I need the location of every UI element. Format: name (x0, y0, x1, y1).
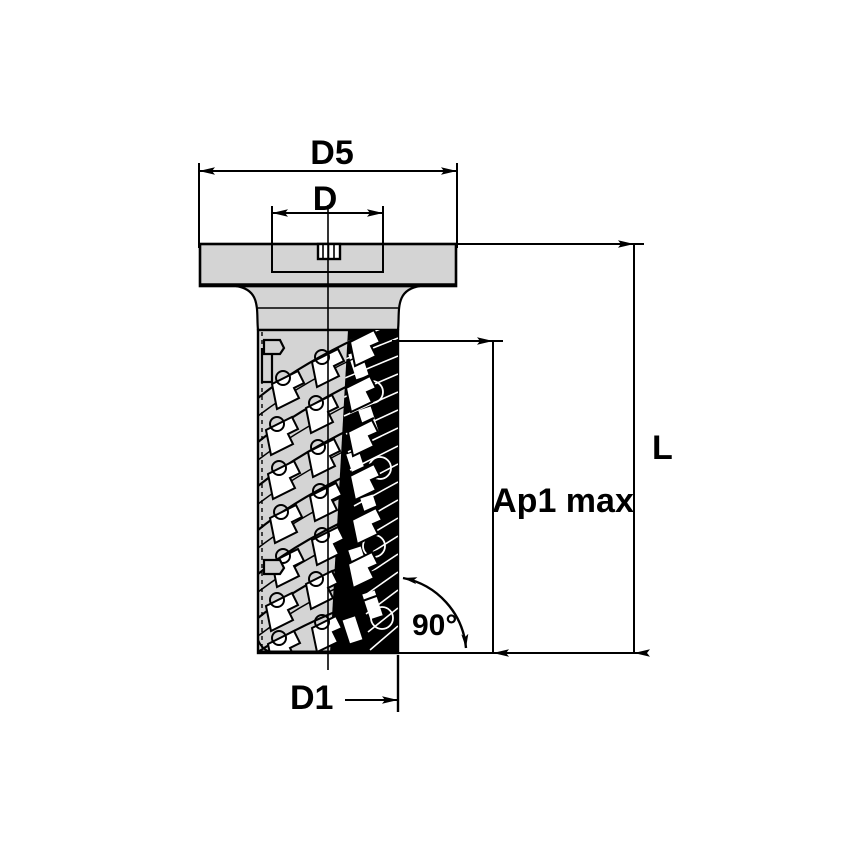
left-pocket-group (260, 338, 286, 576)
insert (264, 591, 300, 633)
insert-screw (314, 349, 330, 365)
insert-screw (308, 395, 324, 411)
angle-arc (402, 576, 469, 649)
insert-screw (275, 370, 291, 386)
insert-pattern-group (258, 330, 398, 653)
dimension-ap1max: Ap1 max (392, 337, 634, 657)
dimension-d: D (271, 180, 384, 272)
insert-screw (271, 460, 287, 476)
d-label: D (313, 180, 338, 218)
d1-label: D1 (290, 679, 333, 717)
dimension-angle-90: 90° (398, 576, 540, 654)
insert-screw (314, 614, 330, 630)
insert-screw (310, 439, 326, 455)
insert (266, 459, 302, 501)
insert (306, 437, 342, 479)
insert (264, 415, 300, 457)
insert (350, 506, 384, 546)
insert-screw (269, 416, 285, 432)
ap1max-label: Ap1 max (492, 482, 634, 520)
insert (308, 481, 344, 523)
angle-label: 90° (412, 609, 457, 642)
bottom-corner-radius (257, 639, 279, 654)
insert-screw (275, 548, 291, 564)
insert-screw (312, 483, 328, 499)
insert-screw (269, 592, 285, 608)
insert (268, 503, 304, 545)
l-label: L (652, 429, 673, 467)
cutter-flute-body (256, 328, 400, 655)
insert (270, 547, 306, 589)
insert (344, 374, 378, 414)
insert-screw (314, 527, 330, 543)
insert-screw (271, 630, 287, 646)
insert (348, 330, 382, 368)
insert (346, 550, 380, 590)
d5-label: D5 (310, 134, 353, 172)
bore-keyway (316, 242, 342, 261)
insert-screw (273, 504, 289, 520)
dimension-l: L (404, 240, 673, 657)
insert-screw (308, 571, 324, 587)
dimension-d1: D1 (290, 655, 400, 717)
dimension-d5: D5 (198, 134, 458, 248)
insert (270, 369, 306, 411)
insert (348, 462, 382, 502)
insert-row-group (264, 330, 384, 653)
insert (346, 418, 380, 458)
insert-screw-group (269, 349, 330, 646)
